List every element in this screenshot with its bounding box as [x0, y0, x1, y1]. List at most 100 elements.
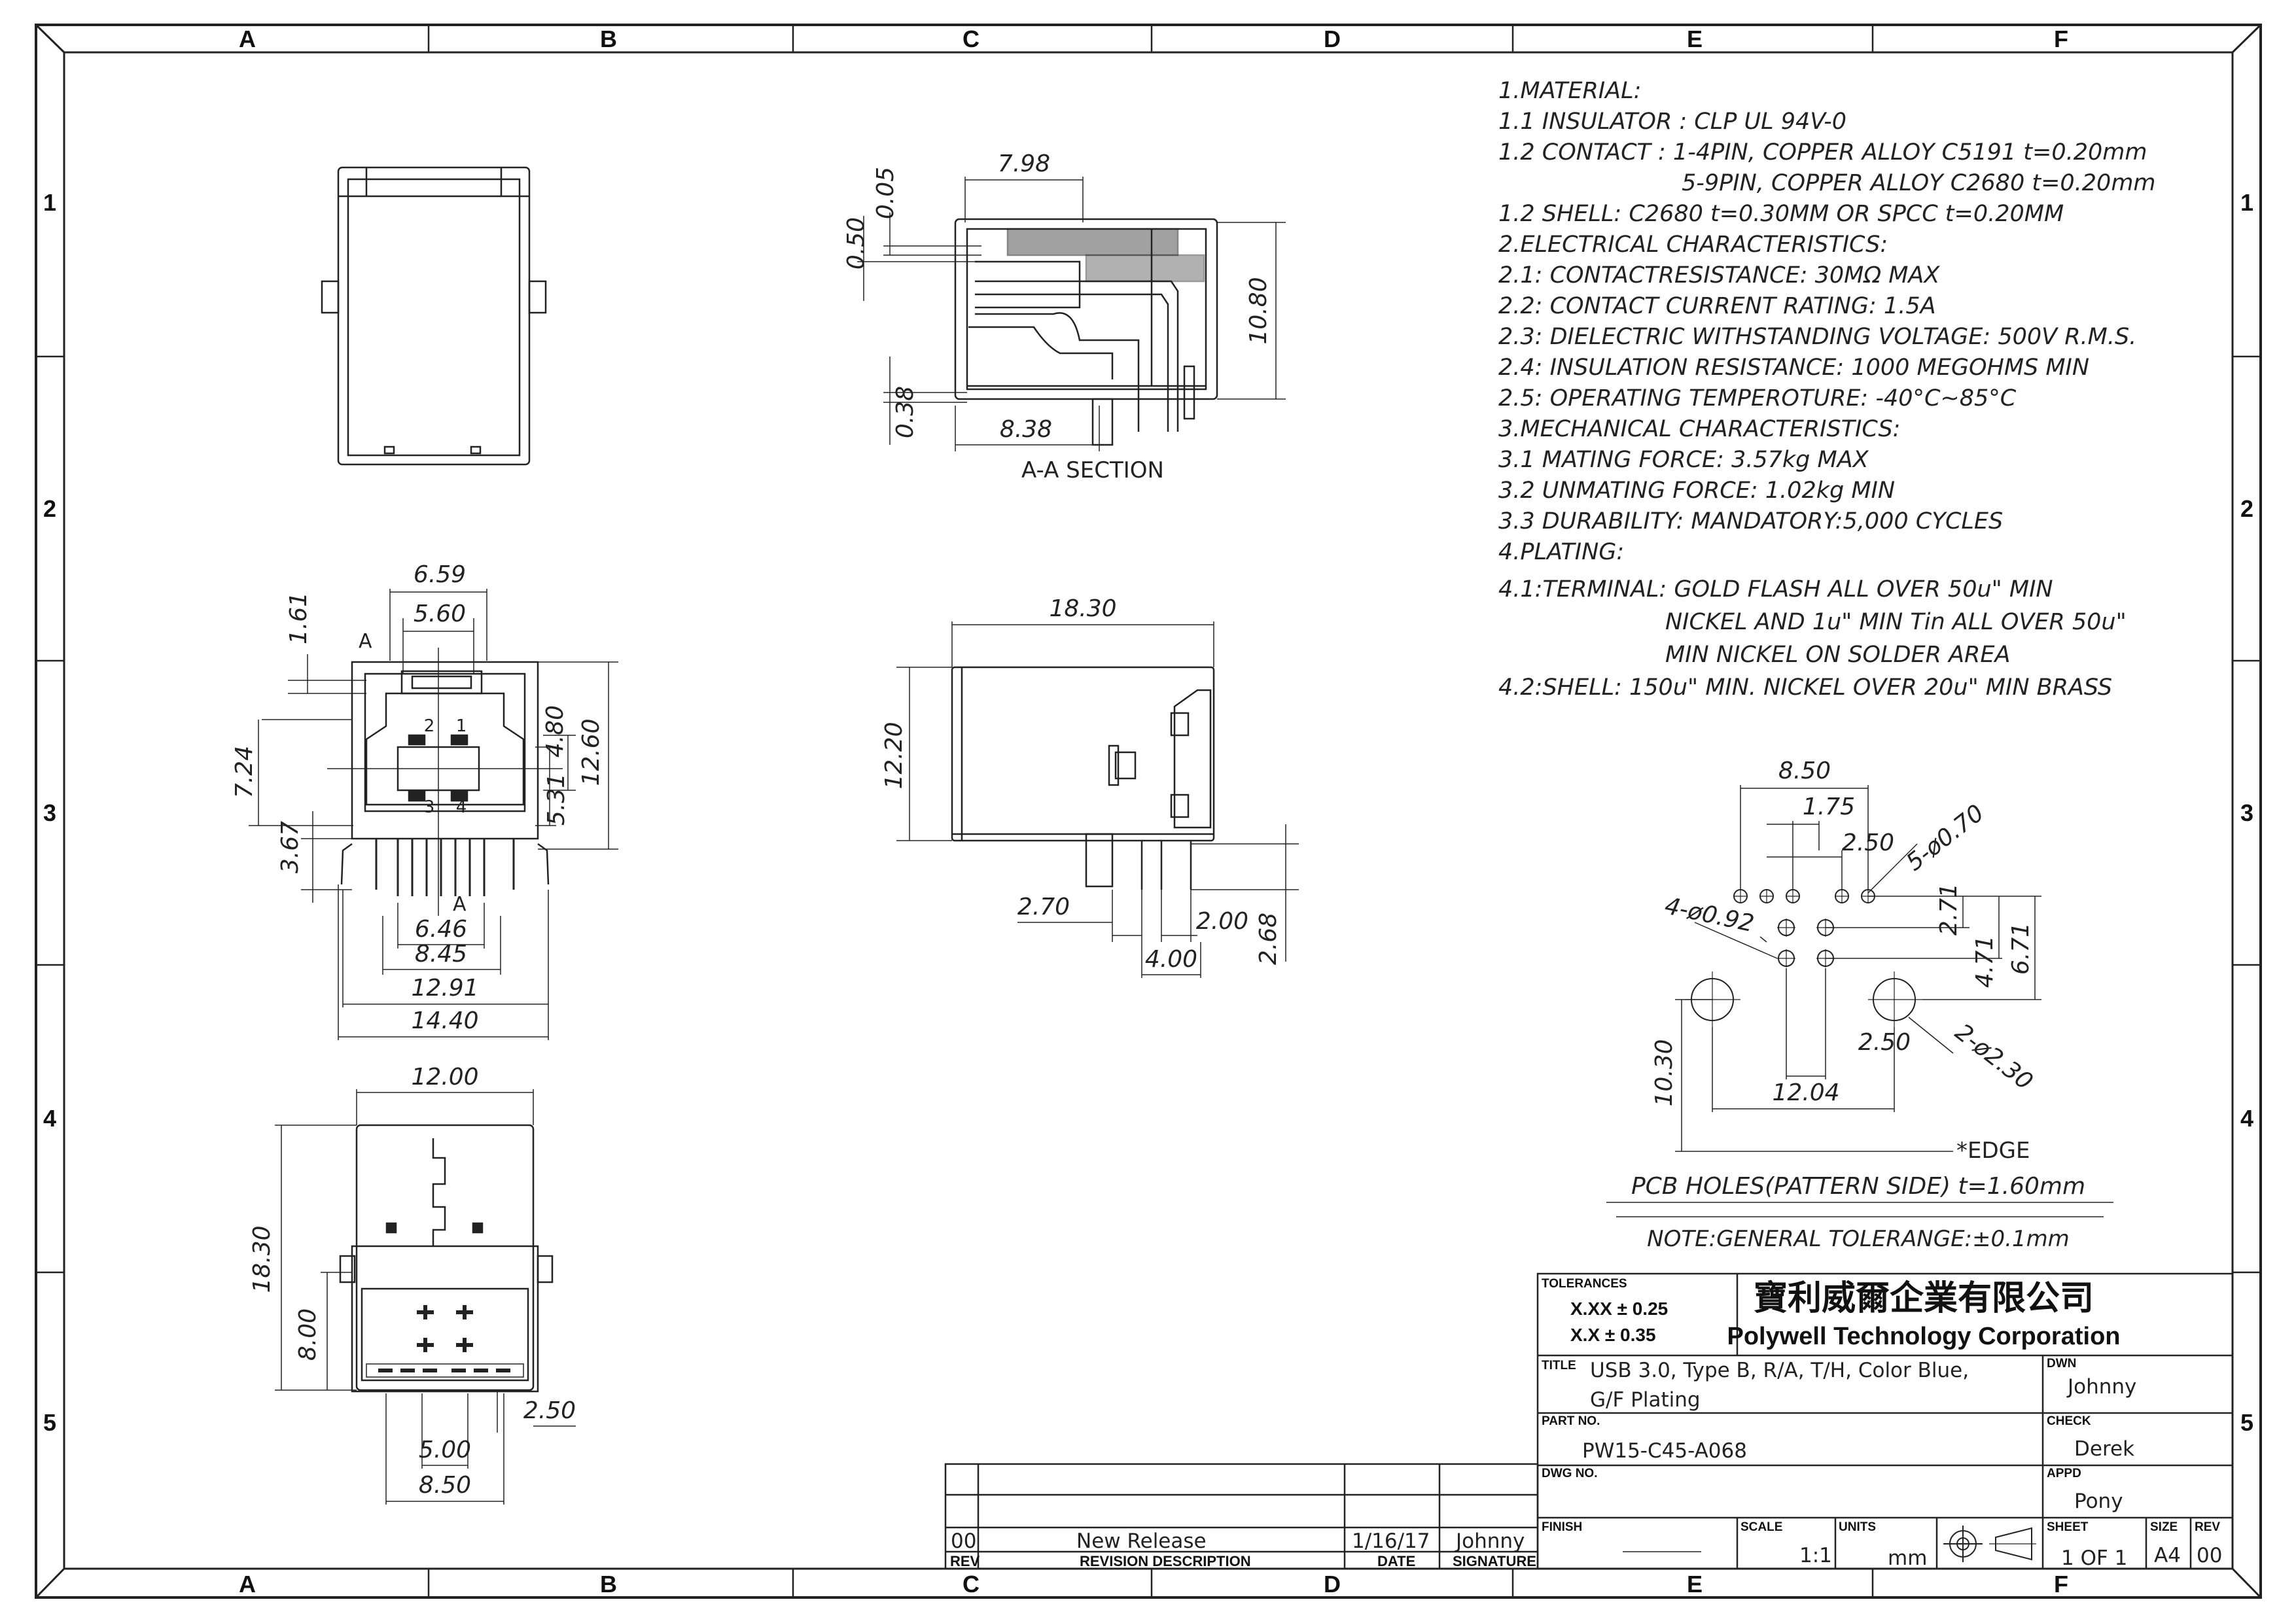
col-label: C — [963, 1571, 980, 1597]
approved-by: Pony — [2074, 1490, 2123, 1513]
dim-label: 8.50 — [419, 1472, 471, 1499]
note-line: 3.2 UNMATING FORCE: 1.02kg MIN — [1498, 478, 1895, 504]
field-label: SCALE — [1740, 1520, 1782, 1534]
note-line: 1.2 CONTACT : 1-4PIN, COPPER ALLOY C5191… — [1498, 139, 2147, 166]
col-label: D — [1324, 26, 1341, 52]
checked-by: Derek — [2074, 1437, 2134, 1461]
dim-label: 18.30 — [249, 1225, 275, 1293]
col-label: E — [1687, 26, 1703, 52]
pcb-pattern: 8.50 1.75 2.50 5-ø0.70 4-ø0.92 2.71 4.71… — [1606, 758, 2113, 1252]
dim-label: 4-ø0.92 — [1663, 892, 1757, 937]
note-line: 5-9PIN, COPPER ALLOY C2680 t=0.20mm — [1682, 170, 2156, 196]
dim-label: 2.50 — [1842, 829, 1894, 856]
row-label: 4 — [2240, 1105, 2253, 1132]
tolerance-note: NOTE:GENERAL TOLERANGE:±0.1mm — [1647, 1226, 2070, 1252]
notes: 1.MATERIAL: 1.1 INSULATOR : CLP UL 94V-0… — [1498, 78, 2156, 701]
dim-label: 12.00 — [411, 1064, 478, 1091]
company-name-en: Polywell Technology Corporation — [1727, 1323, 2120, 1350]
dim-label: 18.30 — [1049, 595, 1116, 622]
pin-label: 4 — [456, 797, 467, 817]
col-label: B — [600, 26, 617, 52]
pcb-holes-note: PCB HOLES(PATTERN SIDE) t=1.60mm — [1631, 1173, 2085, 1200]
field-label: APPD — [2047, 1467, 2081, 1480]
units-value: mm — [1888, 1546, 1927, 1570]
dim-label: 2.00 — [1196, 908, 1248, 935]
drawn-by: Johnny — [2066, 1375, 2136, 1399]
dim-label: 5.60 — [414, 601, 466, 627]
dim-label: 0.38 — [892, 386, 919, 438]
drawing-frame: A B C D E F A B C D E F 1 2 3 4 5 1 2 3 … — [35, 24, 2262, 1599]
dim-label: 6.59 — [414, 561, 466, 588]
row-label: 1 — [2240, 189, 2253, 216]
dim-label: 12.91 — [411, 975, 478, 1002]
note-line: 3.MECHANICAL CHARACTERISTICS: — [1498, 416, 1900, 442]
drawing-title-line1: USB 3.0, Type B, R/A, T/H, Color Blue, — [1590, 1359, 1969, 1382]
row-label: 3 — [43, 799, 56, 826]
dim-label: 4.71 — [1971, 935, 1998, 988]
note-line: 1.2 SHELL: C2680 t=0.30MM OR SPCC t=0.20… — [1498, 201, 2064, 227]
section-marker: A — [453, 893, 467, 916]
top-view — [321, 166, 547, 466]
sheet-value: 1 OF 1 — [2061, 1546, 2127, 1570]
dim-label: 5.00 — [419, 1437, 471, 1463]
field-label: DWG NO. — [1542, 1467, 1598, 1480]
note-line: 2.1: CONTACTRESISTANCE: 30MΩ MAX — [1498, 262, 1940, 288]
dim-label: 8.38 — [1000, 416, 1052, 443]
field-label: CHECK — [2047, 1414, 2091, 1428]
pin-label: 3 — [424, 797, 435, 817]
note-line: 4.1:TERMINAL: GOLD FLASH ALL OVER 50u" M… — [1498, 576, 2053, 602]
side-view — [951, 666, 1215, 890]
note-line: 3.1 MATING FORCE: 3.57kg MAX — [1498, 447, 1869, 473]
tolerance-xx: X.XX ± 0.25 — [1570, 1299, 1668, 1319]
dim-label: 2.50 — [1858, 1029, 1911, 1056]
front-view — [327, 648, 563, 916]
dim-label: 4.80 — [542, 705, 569, 758]
dim-label: 2.71 — [1935, 883, 1962, 935]
col-label: E — [1687, 1571, 1703, 1597]
col-label: D — [1324, 1571, 1341, 1597]
rev-value: 00 — [2197, 1544, 2222, 1567]
row-label: 5 — [43, 1409, 56, 1436]
col-label: A — [239, 26, 256, 52]
note-line: MIN NICKEL ON SOLDER AREA — [1665, 642, 2010, 668]
dim-label: 14.40 — [411, 1007, 478, 1034]
bottom-pins — [378, 1305, 510, 1372]
note-line: 3.3 DURABILITY: MANDATORY:5,000 CYCLES — [1498, 508, 2003, 534]
projection-icon — [1943, 1526, 2036, 1562]
dim-label: 7.24 — [231, 746, 258, 798]
revision-description: New Release — [1076, 1529, 1207, 1553]
col-label: A — [239, 1571, 256, 1597]
note-line: 2.2: CONTACT CURRENT RATING: 1.5A — [1498, 293, 1936, 319]
tolerance-x: X.X ± 0.35 — [1570, 1325, 1656, 1345]
dim-label: 0.05 — [872, 167, 899, 219]
company-name-cn: 寶利威爾企業有限公司 — [1754, 1280, 2094, 1318]
row-label: 4 — [43, 1105, 56, 1132]
dim-label: 10.80 — [1245, 277, 1272, 344]
title-block: TOLERANCES TITLE DWN PART NO. CHECK DWG … — [944, 1272, 2234, 1570]
section-marker: A — [359, 630, 372, 653]
size-value: A4 — [2154, 1544, 2181, 1567]
dim-label: 12.04 — [1772, 1079, 1839, 1106]
col-label: F — [2054, 26, 2068, 52]
dim-label: 3.67 — [277, 821, 304, 873]
dim-label: 2.50 — [523, 1397, 576, 1424]
note-line: 4.2:SHELL: 150u" MIN. NICKEL OVER 20u" M… — [1498, 674, 2112, 701]
revision-number: 00 — [951, 1529, 976, 1553]
col-label: B — [600, 1571, 617, 1597]
dim-label: 6.71 — [2007, 922, 2034, 975]
dim-label: 4.00 — [1145, 946, 1197, 973]
dim-label: 6.46 — [415, 916, 467, 943]
note-line: 4.PLATING: — [1498, 539, 1624, 565]
edge-label: *EDGE — [1956, 1138, 2030, 1164]
field-label: UNITS — [1839, 1520, 1876, 1534]
note-line: 2.3: DIELECTRIC WITHSTANDING VOLTAGE: 50… — [1498, 324, 2136, 350]
field-label: SHEET — [2047, 1520, 2089, 1534]
row-label: 2 — [2240, 495, 2253, 522]
dim-label: 0.50 — [843, 217, 870, 270]
pin-label: 2 — [424, 716, 435, 736]
dim-label: 8.45 — [415, 941, 467, 968]
drawing-title-line2: G/F Plating — [1590, 1388, 1701, 1412]
col-label: C — [963, 26, 980, 52]
dim-label: 10.30 — [1651, 1039, 1678, 1106]
dim-label: 2.70 — [1017, 894, 1070, 920]
